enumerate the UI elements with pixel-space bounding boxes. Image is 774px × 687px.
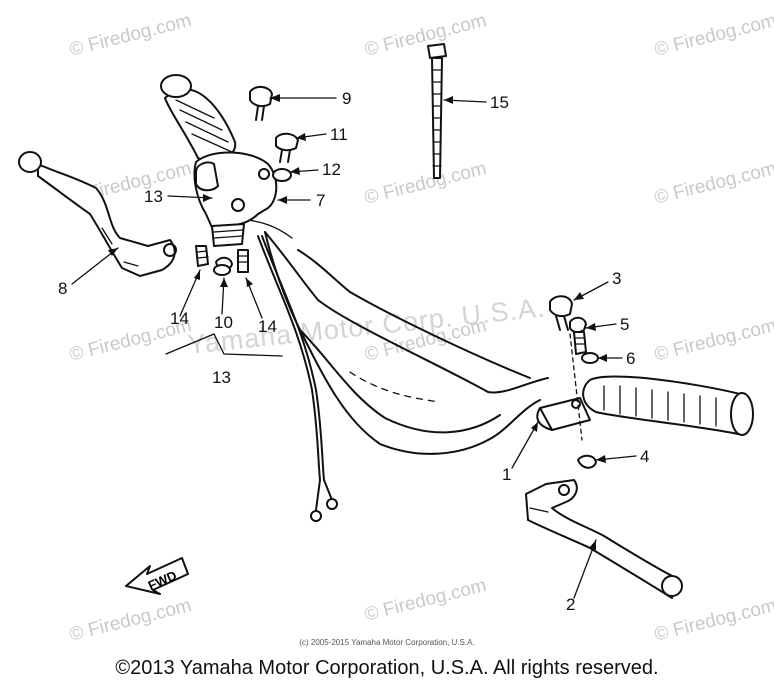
left-lever — [18, 151, 177, 277]
callout-13-group: 13 — [212, 368, 231, 387]
callout-1: 1 — [502, 465, 512, 484]
clamp-bracket-1 — [536, 397, 591, 431]
screw-9 — [249, 86, 273, 121]
left-switch-housing — [193, 151, 278, 247]
callout-3: 3 — [612, 269, 622, 288]
cable-tie-15 — [427, 43, 447, 179]
callout-7: 7 — [316, 191, 326, 210]
right-lever — [525, 479, 683, 599]
callout-12: 12 — [322, 160, 341, 179]
washer-12 — [272, 168, 292, 182]
callout-14: 14 — [258, 317, 277, 336]
screws-14-10 — [195, 245, 249, 276]
nut-4 — [577, 454, 597, 469]
callout-4: 4 — [640, 447, 650, 466]
fwd-arrow: FWD — [125, 557, 189, 595]
callout-8: 8 — [58, 279, 68, 298]
callout-9: 9 — [342, 89, 352, 108]
callout-13: 13 — [144, 187, 163, 206]
left-grip — [160, 74, 237, 163]
group-bracket-13 — [165, 333, 283, 357]
callout-10: 10 — [214, 313, 233, 332]
callout-5: 5 — [620, 315, 630, 334]
switch-cable — [257, 235, 338, 522]
leader-lines — [71, 94, 637, 599]
copyright-footer: ©2013 Yamaha Motor Corporation, U.S.A. A… — [115, 657, 659, 679]
callout-6: 6 — [626, 349, 636, 368]
copyright-small: (c) 2005-2015 Yamaha Motor Corporation, … — [299, 638, 475, 647]
bolt-3 — [549, 295, 573, 331]
callout-2: 2 — [566, 595, 576, 614]
handlebar-tube — [247, 219, 549, 455]
callout-14: 14 — [170, 309, 189, 328]
right-grip — [582, 375, 754, 436]
bolt-5 — [569, 316, 587, 355]
screw-11 — [275, 132, 299, 163]
washer-6 — [581, 352, 599, 364]
callout-15: 15 — [490, 93, 509, 112]
bolt-axis — [569, 333, 583, 441]
callout-11: 11 — [330, 125, 348, 144]
